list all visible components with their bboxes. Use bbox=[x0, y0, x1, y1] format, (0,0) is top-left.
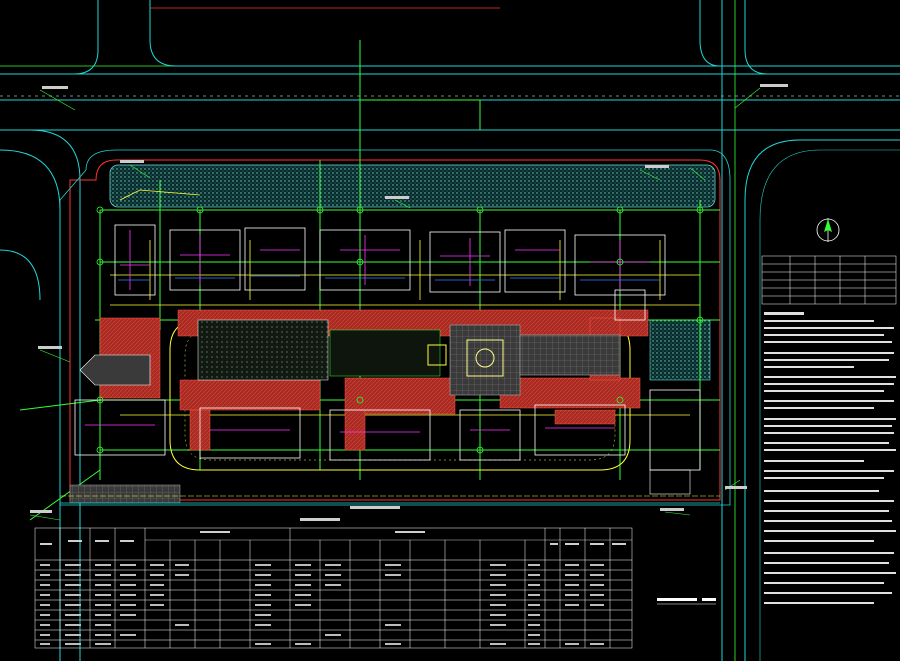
central-garden bbox=[197, 319, 329, 381]
table-cell-values bbox=[40, 564, 604, 645]
landscape-strip bbox=[109, 164, 716, 208]
pipe-nodes bbox=[96, 206, 704, 454]
entrance-ramp bbox=[79, 354, 151, 386]
north-buildings bbox=[114, 224, 666, 321]
north-arrow-icon bbox=[816, 218, 840, 242]
design-notes bbox=[764, 312, 896, 604]
bottom-data-table bbox=[34, 527, 633, 649]
drawing-caption bbox=[657, 598, 716, 605]
site-boundary bbox=[59, 149, 731, 506]
south-buildings bbox=[74, 389, 701, 471]
summary-mini-table bbox=[761, 255, 897, 305]
internal-road bbox=[169, 319, 631, 471]
plaza bbox=[427, 324, 621, 396]
